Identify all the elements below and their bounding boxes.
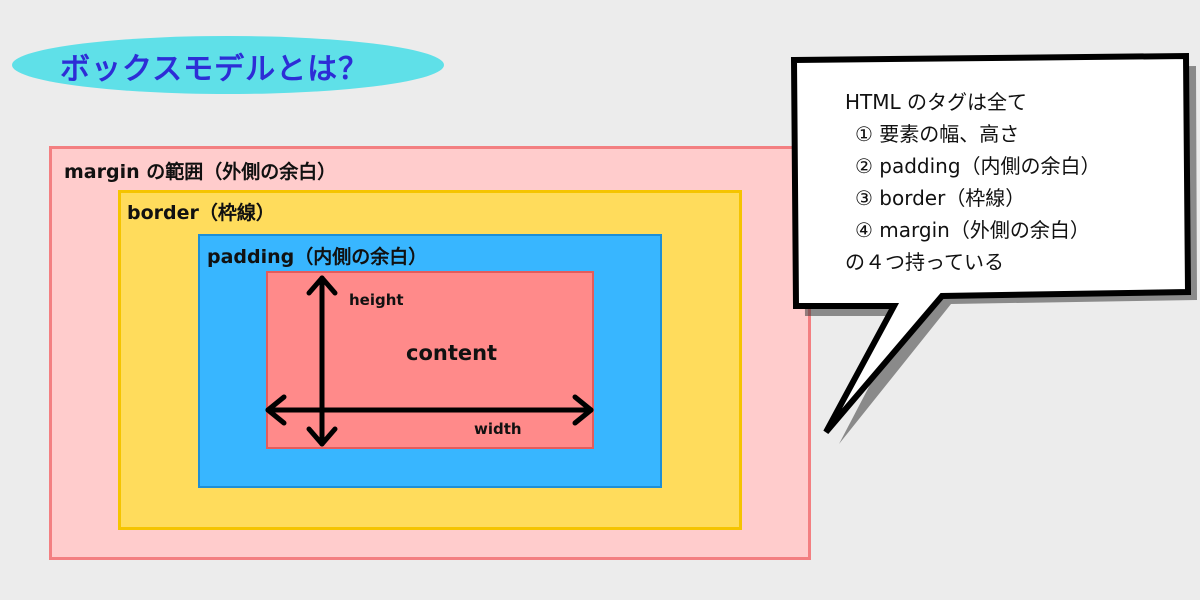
callout-text: HTML のタグは全て ① 要素の幅、高さ ② padding（内側の余白） ③… [845, 86, 1101, 278]
callout-line: ② padding（内側の余白） [855, 154, 1101, 178]
height-arrow [306, 275, 338, 447]
callout-line: ③ border（枠線） [855, 186, 1026, 210]
width-label: width [474, 420, 522, 438]
padding-label: padding（内側の余白） [207, 246, 428, 268]
callout-bubble [790, 52, 1192, 434]
border-label: border（枠線） [127, 202, 275, 224]
callout-line: HTML のタグは全て [845, 90, 1028, 114]
margin-label: margin の範囲（外側の余白） [64, 161, 337, 183]
page-title: ボックスモデルとは？ [60, 52, 370, 87]
height-label: height [349, 291, 404, 309]
content-label: content [406, 341, 498, 365]
width-arrow [265, 394, 594, 426]
title-pill [12, 36, 444, 94]
callout-line: ④ margin（外側の余白） [855, 218, 1090, 242]
callout-line: の４つ持っている [845, 250, 1004, 274]
callout-line: ① 要素の幅、高さ [855, 122, 1020, 146]
